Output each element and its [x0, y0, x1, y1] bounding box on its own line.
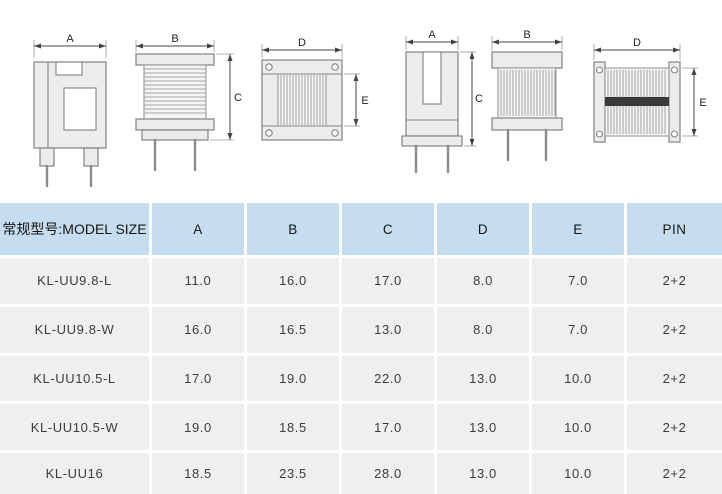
table-row: KL-UU16 18.5 23.5 28.0 13.0 10.0 2+2	[0, 453, 722, 494]
spec-value-cell: 16.0	[247, 258, 342, 307]
col-header-pin: PIN	[627, 203, 722, 258]
model-name-cell: KL-UU9.8-W	[0, 306, 152, 356]
core-body	[401, 51, 463, 147]
col-header-c: C	[342, 203, 437, 258]
dim-label-c: C	[475, 93, 483, 105]
spec-value-cell: 23.5	[247, 453, 342, 494]
dim-label-b: B	[171, 33, 178, 45]
table-row: KL-UU9.8-L 11.0 16.0 17.0 8.0 7.0 2+2	[0, 258, 722, 307]
spec-value-cell: 13.0	[342, 306, 437, 356]
drawing-side-view-1: B C	[135, 33, 242, 172]
mounting-hole	[265, 63, 273, 71]
col-header-b: B	[247, 203, 342, 258]
drawing-side-view-2: B	[491, 30, 563, 162]
mounting-hole	[331, 129, 339, 137]
dimension-e: E	[682, 67, 707, 137]
dim-label-e: E	[699, 97, 706, 109]
pins	[45, 164, 93, 188]
spec-value-cell: 10.0	[532, 404, 627, 454]
dim-label-b: B	[523, 30, 530, 41]
flange-hole	[670, 130, 679, 138]
model-name-cell: KL-UU10.5-W	[0, 404, 152, 454]
dim-label-c: C	[234, 92, 242, 104]
model-name-cell: KL-UU9.8-L	[0, 258, 152, 307]
flange-hole	[595, 130, 604, 138]
spec-value-cell: 7.0	[532, 258, 627, 307]
spec-value-cell: 10.0	[532, 355, 627, 405]
bobbin-body	[491, 51, 563, 131]
spec-value-cell: 17.0	[152, 355, 247, 405]
dimension-a: A	[405, 30, 459, 50]
dim-label-a: A	[66, 33, 74, 45]
col-header-model-size: 常规型号:MODEL SIZE	[0, 203, 152, 258]
drawing-top-view-1: D E	[261, 38, 369, 141]
pin-value-cell: 2+2	[627, 355, 722, 405]
dimension-c: C	[210, 53, 242, 141]
drawing-front-view-2: A C	[401, 30, 483, 174]
dimension-b: B	[135, 33, 215, 52]
pins	[153, 138, 197, 172]
model-name-cell: KL-UU16	[0, 453, 152, 494]
model-name-cell: KL-UU10.5-L	[0, 355, 152, 405]
pin-value-cell: 2+2	[627, 258, 722, 307]
technical-drawings: A B	[0, 0, 722, 203]
coil-winding	[500, 70, 556, 116]
spec-value-cell: 18.5	[247, 404, 342, 454]
spec-value-cell: 10.0	[532, 453, 627, 494]
flange-hole	[595, 66, 604, 74]
spec-value-cell: 18.5	[152, 453, 247, 494]
bobbin-body	[135, 53, 215, 141]
spec-value-cell: 28.0	[342, 453, 437, 494]
coil	[604, 67, 670, 137]
pins	[414, 144, 450, 174]
core-body	[33, 61, 107, 167]
spec-value-cell: 13.0	[437, 355, 532, 405]
table-row: KL-UU10.5-L 17.0 19.0 22.0 13.0 10.0 2+2	[0, 355, 722, 405]
model-size-table: 常规型号:MODEL SIZE A B C D E PIN KL-UU9.8-L…	[0, 203, 722, 494]
spec-value-cell: 17.0	[342, 258, 437, 307]
spec-value-cell: 13.0	[437, 404, 532, 454]
spec-value-cell: 8.0	[437, 258, 532, 307]
dimension-c: C	[460, 51, 483, 147]
spec-value-cell: 8.0	[437, 306, 532, 356]
spec-value-cell: 19.0	[152, 404, 247, 454]
table-row: KL-UU9.8-W 16.0 16.5 13.0 8.0 7.0 2+2	[0, 306, 722, 356]
pins	[506, 128, 548, 162]
dim-label-a: A	[428, 30, 436, 41]
coil-winding	[144, 68, 206, 114]
table-header-row: 常规型号:MODEL SIZE A B C D E PIN	[0, 203, 722, 258]
spec-value-cell: 11.0	[152, 258, 247, 307]
spec-value-cell: 19.0	[247, 355, 342, 405]
col-header-a: A	[152, 203, 247, 258]
base-plate	[261, 59, 343, 141]
dimension-d: D	[261, 38, 343, 58]
dim-label-d: D	[298, 38, 306, 49]
spec-value-cell: 22.0	[342, 355, 437, 405]
table-row: KL-UU10.5-W 19.0 18.5 17.0 13.0 10.0 2+2	[0, 404, 722, 454]
dimension-a: A	[33, 33, 107, 58]
pin-value-cell: 2+2	[627, 404, 722, 454]
spec-value-cell: 16.5	[247, 306, 342, 356]
spec-value-cell: 13.0	[437, 453, 532, 494]
mounting-hole	[265, 129, 273, 137]
spec-value-cell: 17.0	[342, 404, 437, 454]
dimension-e: E	[344, 73, 369, 127]
spec-value-cell: 16.0	[152, 306, 247, 356]
col-header-e: E	[532, 203, 627, 258]
col-header-d: D	[437, 203, 532, 258]
flange-hole	[670, 66, 679, 74]
drawing-front-view-1: A	[33, 33, 107, 188]
dimension-d: D	[593, 38, 681, 60]
core-band	[605, 97, 669, 106]
spec-value-cell: 7.0	[532, 306, 627, 356]
dim-label-d: D	[633, 38, 641, 49]
dimension-b: B	[491, 30, 563, 50]
drawing-coil-view: D E	[593, 38, 707, 143]
mounting-hole	[331, 63, 339, 71]
coil-winding	[280, 74, 324, 126]
pin-value-cell: 2+2	[627, 453, 722, 494]
dim-label-e: E	[361, 95, 368, 107]
pin-value-cell: 2+2	[627, 306, 722, 356]
